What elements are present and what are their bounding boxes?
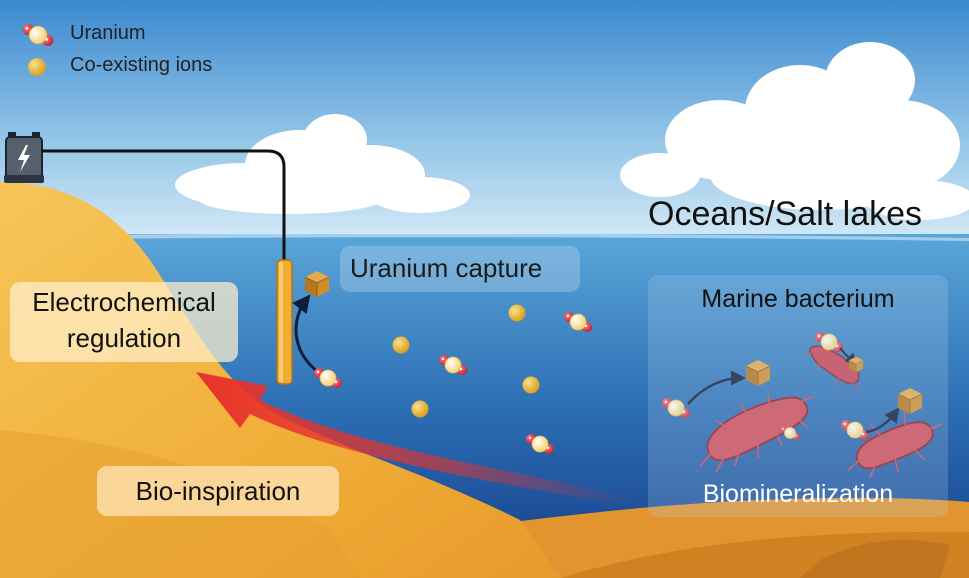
bacterium-right bbox=[847, 409, 943, 479]
bacterium-large bbox=[699, 393, 815, 473]
uranium-capture-label: Uranium capture bbox=[350, 253, 543, 283]
oceans-label: Oceans/Salt lakes bbox=[648, 195, 923, 233]
legend-uranium-label: Uranium bbox=[70, 22, 146, 44]
legend-coexisting-label: Co-existing ions bbox=[70, 54, 213, 76]
bio-inspiration-arrow bbox=[196, 372, 640, 508]
marine-bacterium-panel bbox=[648, 275, 948, 517]
regulation-label: regulation bbox=[66, 323, 182, 353]
wire bbox=[42, 149, 286, 262]
legend-ion-icon bbox=[28, 58, 46, 76]
battery-icon bbox=[4, 132, 44, 183]
biomineralization-label: Biomineralization bbox=[702, 480, 894, 508]
bio-inspiration-panel bbox=[97, 466, 339, 516]
cloud-center bbox=[175, 114, 470, 214]
bio-inspiration-label: Bio-inspiration bbox=[135, 476, 301, 506]
marine-bacterium-label: Marine bacterium bbox=[701, 285, 895, 313]
cloud-right bbox=[620, 42, 969, 220]
uranium-capture-panel bbox=[340, 246, 580, 292]
bacterium-small bbox=[803, 341, 861, 391]
electrochemical-panel bbox=[10, 282, 238, 362]
electrochemical-label: Electrochemical bbox=[32, 287, 216, 317]
